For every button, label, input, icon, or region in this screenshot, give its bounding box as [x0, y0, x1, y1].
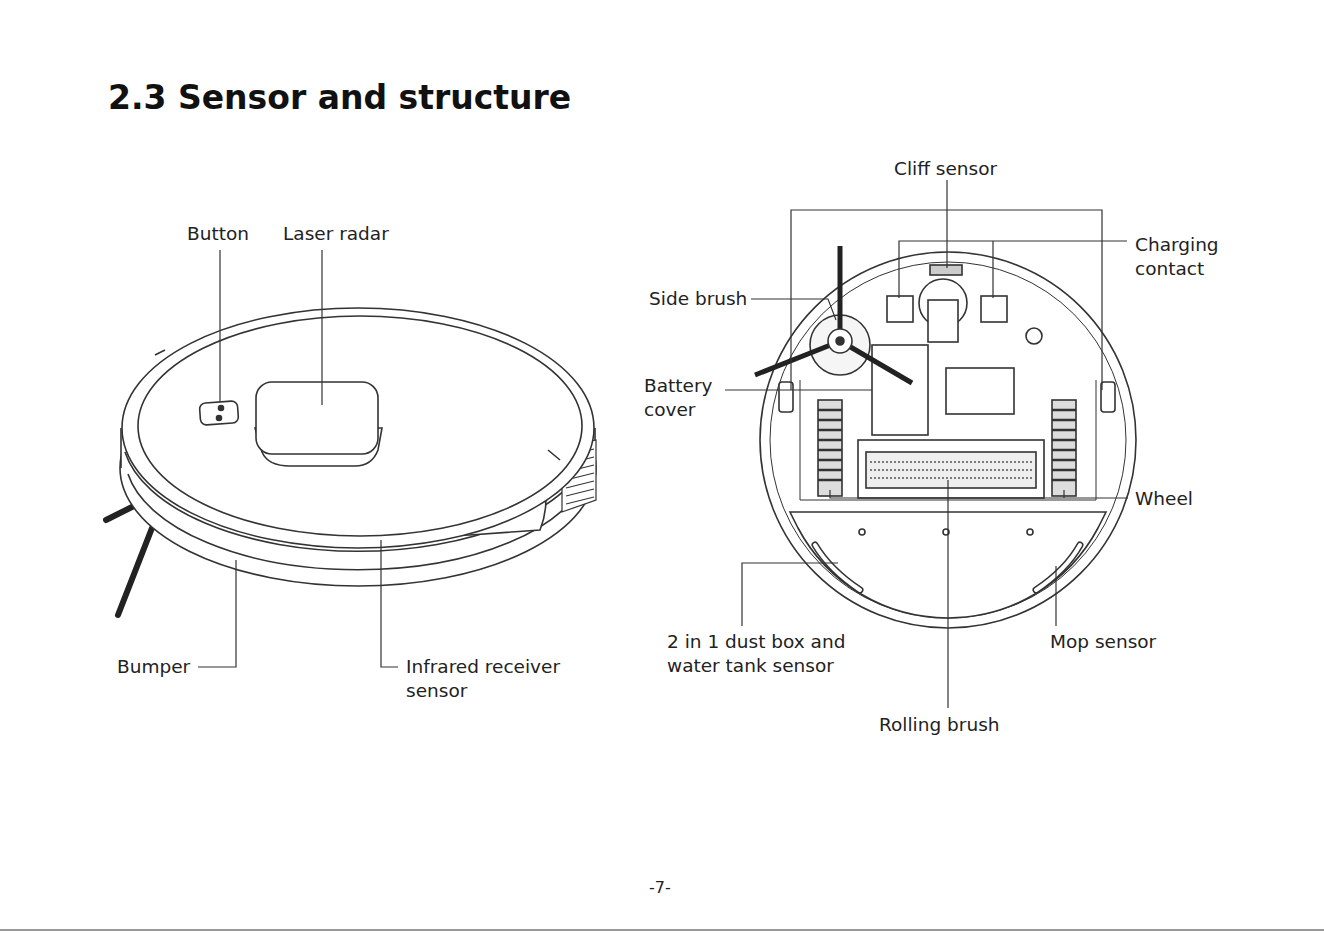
screw	[1027, 529, 1033, 535]
page-rule	[0, 929, 1324, 930]
rolling-brush-frame	[858, 440, 1044, 498]
vent	[566, 481, 594, 488]
vent	[566, 489, 594, 496]
robot-top-inner	[138, 316, 582, 536]
robot-top	[122, 308, 594, 548]
leader-lines	[946, 180, 947, 268]
mop-slot	[1036, 545, 1080, 590]
leader-lines	[198, 180, 1128, 708]
button	[199, 401, 238, 426]
part-label: Cliff sensor	[894, 157, 1034, 181]
page-number: -7-	[649, 876, 709, 900]
vent	[566, 497, 594, 504]
part-label: Charging contact	[1135, 233, 1231, 281]
side-brush-hub	[828, 329, 852, 353]
side-brush-bristle	[838, 246, 843, 340]
part-label: Bumper	[117, 655, 217, 679]
leader-lines	[1055, 566, 1056, 626]
mop-slot	[815, 545, 860, 590]
leader-lines	[725, 389, 872, 390]
laser-radar	[256, 382, 378, 454]
leader-lines	[830, 490, 1128, 498]
battery-cover	[872, 345, 928, 435]
wheel-tread	[818, 410, 1076, 480]
part-label: 2 in 1 dust box and water tank sensor	[667, 630, 863, 678]
mop-slot	[1036, 545, 1080, 590]
leader-lines	[791, 210, 1102, 390]
charging-contact	[981, 296, 1007, 322]
caster-bracket	[928, 300, 958, 342]
mop-slot	[815, 545, 860, 590]
leader-lines	[381, 540, 398, 667]
part-label: Side brush	[649, 287, 769, 311]
robot-top-view	[106, 308, 596, 615]
leader-lines	[947, 480, 948, 708]
part-label: Wheel	[1135, 487, 1235, 511]
leader-lines	[742, 563, 838, 626]
side-brush-hub	[836, 337, 844, 345]
part-label: Battery cover	[644, 374, 726, 422]
side-brush-bristle	[842, 342, 912, 383]
wheel	[818, 400, 842, 496]
leader-lines	[899, 241, 1127, 298]
rolling-brush-bristles	[870, 462, 1032, 478]
button-icon	[219, 406, 224, 411]
leader-lines	[751, 299, 836, 320]
label-plate	[946, 368, 1014, 414]
part-label: Rolling brush	[879, 713, 1039, 737]
side-sensor	[1101, 382, 1115, 412]
charging-contact	[887, 296, 913, 322]
part-label: Infrared receiver sensor	[406, 655, 584, 703]
rolling-brush	[866, 452, 1036, 488]
leader-lines	[219, 250, 220, 402]
side-brush-bristle	[755, 342, 838, 375]
leader-lines	[198, 560, 236, 667]
screw	[1026, 328, 1042, 344]
part-label: Laser radar	[283, 222, 443, 246]
robot-bottom-view	[755, 246, 1136, 628]
part-label: Mop sensor	[1050, 630, 1190, 654]
side-brush-bristle	[118, 528, 152, 615]
cliff-sensor	[930, 265, 962, 275]
top-seam	[155, 350, 560, 460]
side-brush-bristle	[106, 505, 136, 520]
section-title: 2.3 Sensor and structure	[108, 78, 571, 118]
leader-lines	[321, 250, 322, 405]
screw	[859, 529, 865, 535]
wheel	[1052, 400, 1076, 496]
button-icon	[217, 416, 222, 421]
